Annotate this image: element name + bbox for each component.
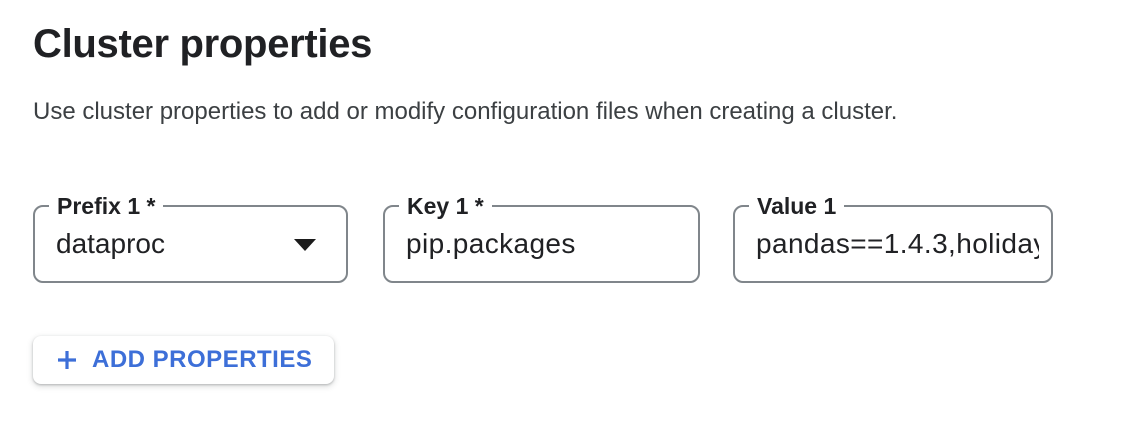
add-properties-button[interactable]: ADD PROPERTIES: [33, 336, 335, 384]
prefix-selected-value: dataproc: [56, 228, 165, 259]
key-field-label: Key 1 *: [399, 191, 492, 221]
add-properties-label: ADD PROPERTIES: [92, 346, 313, 373]
key-field: Key 1 *: [383, 191, 700, 283]
prefix-field-label: Prefix 1 *: [49, 191, 164, 221]
value-field-label: Value 1: [749, 191, 845, 221]
page-title: Cluster properties: [33, 22, 373, 66]
value-field: Value 1: [733, 191, 1053, 283]
page-description: Use cluster properties to add or modify …: [33, 98, 898, 125]
dropdown-arrow-icon: [294, 239, 316, 251]
key-input[interactable]: [406, 228, 698, 260]
plus-icon: [58, 351, 76, 369]
prefix-dropdown[interactable]: Prefix 1 * dataproc: [33, 191, 348, 283]
value-input[interactable]: [756, 228, 1051, 260]
